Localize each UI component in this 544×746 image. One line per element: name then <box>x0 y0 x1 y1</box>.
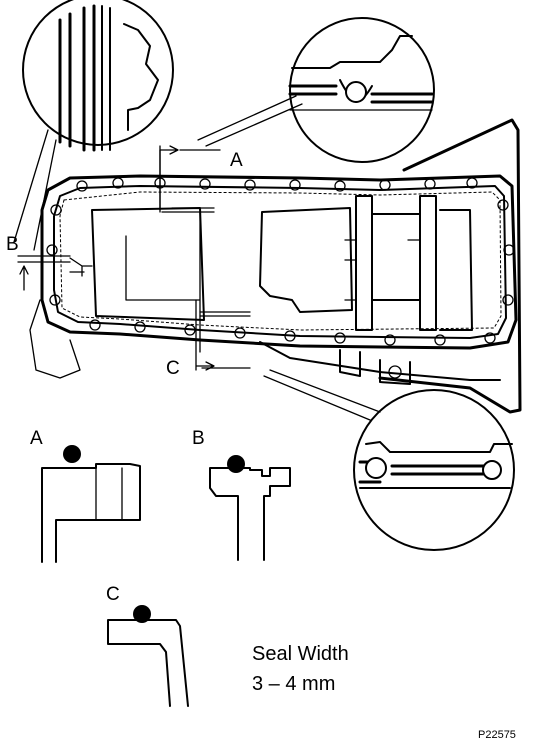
zoom-tl-leader <box>13 129 57 251</box>
detail-a-sealant-dot <box>63 445 81 463</box>
label-b-left: B <box>6 234 19 255</box>
zoom-tl-vertical-walls <box>58 4 96 152</box>
zoom-tr-upper-profile <box>291 35 413 69</box>
pan-flange-outline <box>40 174 518 350</box>
zoom-circle-tl-outline <box>22 0 174 146</box>
zoom-tl-seal-profile <box>123 23 159 131</box>
zoom-circle-tr-outline <box>289 17 435 163</box>
zoom-circle-br-outline <box>353 389 515 551</box>
zoom-tl-inner-walls <box>101 5 111 151</box>
labels: A B C A B C Seal Width 3 – 4 mm P22575 <box>6 150 516 741</box>
zoom-br-upper-profile <box>365 441 513 453</box>
zoom-br-sealant-bead-right <box>482 460 502 480</box>
rib-1 <box>355 195 373 331</box>
seal-width-title: Seal Width <box>252 643 349 665</box>
label-c-detail: C <box>106 584 120 605</box>
drain-boss <box>339 349 411 385</box>
left-well <box>91 207 205 321</box>
zoom-tr-leader <box>197 95 303 147</box>
zoom-tr-flange-lines <box>288 84 434 104</box>
oil-pan-drawing <box>29 118 522 414</box>
section-c-arrow <box>195 299 215 371</box>
section-a-arrow <box>159 145 179 213</box>
rib-tabs <box>344 239 421 301</box>
seal-width-value: 3 – 4 mm <box>252 673 335 695</box>
label-c-mid: C <box>166 358 180 379</box>
zoom-br-leader <box>263 369 381 421</box>
label-b-detail: B <box>192 428 205 449</box>
figure-code: P22575 <box>478 729 516 741</box>
detail-c <box>107 605 189 707</box>
section-markers <box>17 145 221 371</box>
zoom-br-sealant-bead-left <box>365 457 387 479</box>
zoom-circle-top-left <box>13 0 174 251</box>
zoom-tr-sealant-bead <box>345 81 367 103</box>
detail-c-sealant-dot <box>133 605 151 623</box>
center-baffle <box>259 207 353 313</box>
zoom-circle-top-right <box>197 17 435 163</box>
detail-b <box>209 455 291 561</box>
bolt-bosses <box>46 177 515 346</box>
sealant-bead <box>59 191 502 331</box>
pan-inner-flange <box>53 185 507 339</box>
pan-left-lip <box>29 299 81 379</box>
detail-a-profile <box>41 463 141 563</box>
detail-b-profile <box>209 467 291 561</box>
section-b-arrow <box>17 255 71 291</box>
bell-flange <box>378 118 522 414</box>
label-a-detail: A <box>30 428 43 449</box>
detail-a-inner-lines <box>95 467 123 521</box>
detail-a <box>41 445 141 563</box>
drain-plug-icon <box>388 365 402 379</box>
label-a-top: A <box>230 150 243 171</box>
rib-connectors <box>371 209 473 331</box>
zoom-circle-bottom-right <box>263 369 515 551</box>
rib-2 <box>419 195 437 331</box>
detail-c-profile <box>107 619 189 707</box>
detail-b-sealant-dot <box>227 455 245 473</box>
section-b-detail <box>69 257 93 277</box>
